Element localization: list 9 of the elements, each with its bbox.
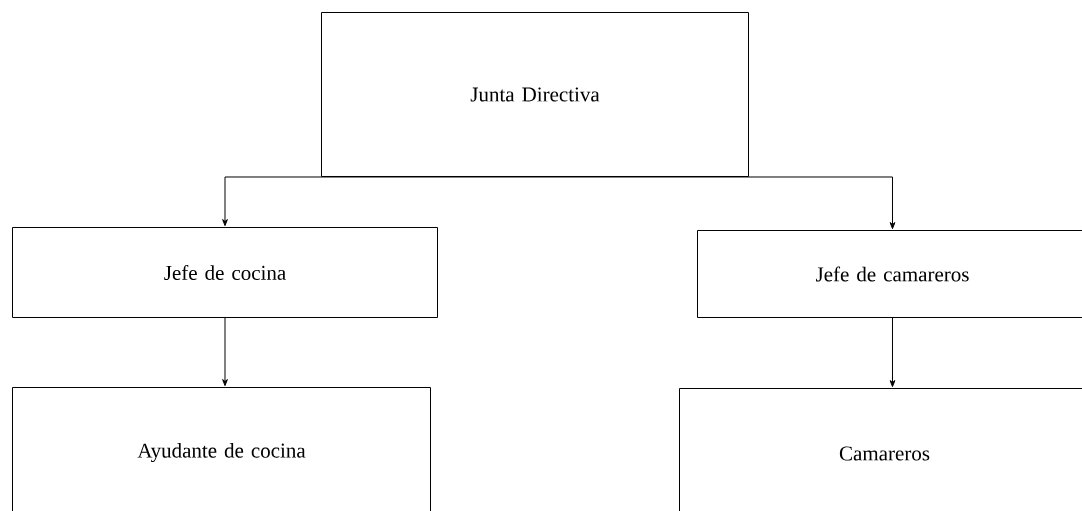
arrow xyxy=(222,317,228,387)
org-box: Camareros xyxy=(679,388,1082,511)
org-box: Jefe de camareros xyxy=(697,230,1082,318)
arrow xyxy=(889,317,896,388)
org-box: Jefe de cocina xyxy=(12,227,438,318)
arrow xyxy=(222,176,536,227)
org-box: Ayudante de cocina xyxy=(12,387,431,511)
arrow xyxy=(534,176,896,230)
org-box: Junta Directiva xyxy=(321,12,749,177)
